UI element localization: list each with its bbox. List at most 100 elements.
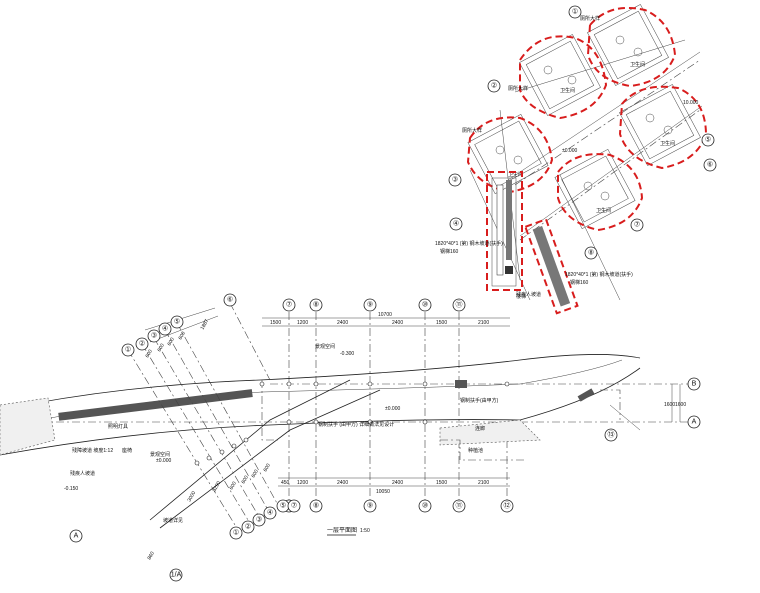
diagonal-axes: ① ② ③ ④ ⑤ ⑥ ① ② ③ ④ ⑤ ⑦ 1/A ⑬ 600 600 60… <box>121 293 618 582</box>
axis-label: ④ <box>162 325 168 333</box>
detail-tag: ⑤ <box>705 136 711 144</box>
dim-top: 2400 <box>337 320 348 326</box>
dim-top: 2400 <box>392 320 403 326</box>
stair-vertical <box>486 171 523 291</box>
dim-right: 1600 <box>675 402 686 408</box>
detail-tag: ② <box>491 82 497 90</box>
hall-label-left: 景观空间 <box>150 451 170 458</box>
detail-tag: ③ <box>452 176 458 184</box>
axis-label: B <box>692 381 697 388</box>
room-tag: 厕所大样 <box>508 85 528 92</box>
drawing-scale: 1:50 <box>360 528 370 534</box>
drawing-title: 一层平面图 1:50 <box>327 527 370 536</box>
left-note: 残障坡道 坡度1:12 <box>72 447 113 454</box>
stair-sub-2: 钢梯160 <box>570 279 589 286</box>
axis-label: 1/A <box>171 572 182 579</box>
bench-label: 座椅 <box>122 447 132 454</box>
axis-label: ⑧ <box>313 301 319 309</box>
axis-label: ⑤ <box>174 318 180 326</box>
axis-label: A <box>692 419 697 426</box>
axis-label: A <box>74 533 79 540</box>
axis-label: ⑫ <box>504 502 511 510</box>
dim-top: 2100 <box>478 320 489 326</box>
axis-label: ⑦ <box>286 301 292 309</box>
dim-bottom: 2400 <box>392 480 403 486</box>
dim-diag: 600 <box>241 475 250 485</box>
drawing-title-text: 一层平面图 <box>327 527 357 534</box>
dim-bottom: 2400 <box>337 480 348 486</box>
dim-bottom: 1200 <box>297 480 308 486</box>
dim-diag: 3000 <box>187 490 198 503</box>
dim-bottom-total: 10050 <box>376 489 390 495</box>
stair-note-2: 1820*40*1 (第) 钢木坡道(扶手) <box>565 271 633 278</box>
corridor-label: 连廊 <box>475 425 485 432</box>
dim-diag: 600 <box>263 463 272 473</box>
dim-top-total: 10700 <box>378 312 392 318</box>
level-roof: -0.300 <box>340 351 354 357</box>
detail-tags: ① ② ③ ④ ⑤ ⑥ ⑦ ⑧ <box>448 5 717 260</box>
top-axis-bubbles: ⑦ ⑧ ⑨ ⑩ ⑪ <box>282 298 466 312</box>
dim-diag: 600 <box>157 343 166 353</box>
level-main: ±0.000 <box>385 406 400 412</box>
axis-label: ① <box>233 529 239 537</box>
ramp-left-label: 残疾人坡道 <box>70 470 95 477</box>
dim-top: 1200 <box>297 320 308 326</box>
bridge-body <box>0 354 641 529</box>
room-tag: 厕所大样 <box>462 127 482 134</box>
stair-label: 楼梯 <box>516 293 526 300</box>
detail-tag: ⑦ <box>634 221 640 229</box>
axis-label: ⑨ <box>367 502 373 510</box>
axis-label: ③ <box>151 332 157 340</box>
axis-label: ⑩ <box>422 301 428 309</box>
dim-diag: 600 <box>178 331 187 341</box>
dim-diag: 1887 <box>200 318 211 331</box>
axis-label: ⑬ <box>608 431 615 439</box>
level-right-upper: 10.000 <box>683 100 699 106</box>
planter-label: 种植池 <box>468 447 483 454</box>
mid-note: 钢制扶手(由甲方) <box>460 397 499 404</box>
restroom-pod-2: 卫生间 <box>586 4 677 88</box>
axis-label: ③ <box>256 516 262 524</box>
stair-diagonal <box>524 218 579 315</box>
dim-top: 1500 <box>436 320 447 326</box>
stair-note-1: 1820*40*1 (第) 钢木坡道(扶手) <box>435 240 503 247</box>
restroom-pod-3: 卫生间 <box>618 84 708 170</box>
dim-diag: 600 <box>167 337 176 347</box>
detail-tag: ⑥ <box>707 161 713 169</box>
dim-diag: 600 <box>251 469 260 479</box>
annotations: 景观空间 -0.300 ±0.000 钢制扶手 (由甲方) 详细做法见设计 钢制… <box>64 291 541 524</box>
right-note: 残疾人坡道 <box>516 291 541 298</box>
detail-tag: ⑧ <box>588 249 594 257</box>
dim-bottom: 450 <box>281 480 290 486</box>
room-label: 卫生间 <box>508 171 523 178</box>
room-label: 卫生间 <box>630 61 645 68</box>
level-upper: ±0.000 <box>562 148 577 154</box>
axis-label: ② <box>139 340 145 348</box>
axis-label: ⑥ <box>227 296 233 304</box>
restroom-cluster: 卫生间 卫生间 卫生间 卫生间 <box>435 4 717 315</box>
axis-label: ⑧ <box>313 502 319 510</box>
room-label: 卫生间 <box>560 87 575 94</box>
level-left: -0.150 <box>64 486 78 492</box>
room-tag: 厕所大样 <box>580 15 600 22</box>
main-grid: 1500 1200 2400 2400 1500 2100 10700 ⑦ ⑧ … <box>19 298 701 543</box>
dim-left-bottom: 860 <box>147 551 156 561</box>
stair-sub-1: 钢梯160 <box>440 248 459 255</box>
axis-label: ⑤ <box>280 502 286 510</box>
axis-label: ⑦ <box>291 502 297 510</box>
room-label: 卫生间 <box>596 207 611 214</box>
ramp-note: 坡道详见 <box>163 517 183 524</box>
dim-diag: 600 <box>229 481 238 491</box>
dim-top: 1500 <box>270 320 281 326</box>
axis-label: ① <box>125 346 131 354</box>
lighting-label: 照明灯具 <box>108 423 128 430</box>
detail-tag: ① <box>572 8 578 16</box>
hall-note: 钢制扶手 (由甲方) 详细做法见设计 <box>318 421 394 428</box>
axis-label: ⑪ <box>456 301 463 309</box>
restroom-pod-1: 卫生间 <box>519 34 608 120</box>
axis-label: ④ <box>267 509 273 517</box>
detail-tag: ④ <box>453 220 459 228</box>
axis-label: ② <box>245 523 251 531</box>
restroom-pod-4: 卫生间 <box>466 113 554 195</box>
